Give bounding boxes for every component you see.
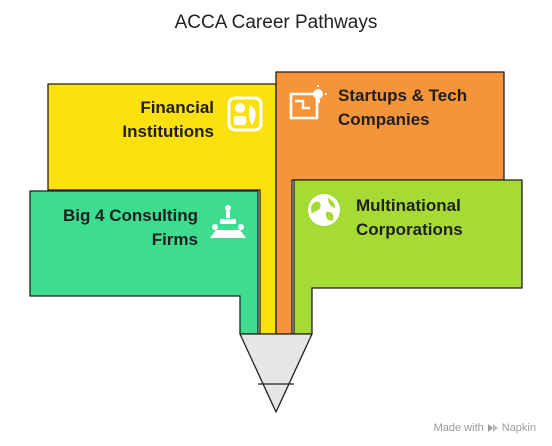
- startups-label-line1: Startups & Tech: [338, 86, 468, 105]
- napkin-logo-icon: [487, 424, 498, 432]
- financial-label-line2: Institutions: [122, 122, 214, 141]
- meeting-table-icon: [210, 205, 246, 238]
- multinational-label: Multinational Corporations: [356, 194, 516, 242]
- startups-tech-label: Startups & Tech Companies: [338, 84, 498, 132]
- multinational-label-line2: Corporations: [356, 220, 463, 239]
- diagram-title: ACCA Career Pathways: [174, 12, 378, 33]
- big4-label-line1: Big 4 Consulting: [62, 206, 198, 225]
- multinational-label-line1: Multinational: [356, 196, 461, 215]
- finance-icon: [227, 96, 263, 132]
- watermark-brand: Napkin: [501, 422, 536, 434]
- watermark-made-with: Made with: [433, 422, 484, 434]
- watermark: Made with Napkin: [434, 422, 536, 434]
- funnel-cone: [239, 333, 313, 413]
- big4-label-line2: Firms: [151, 230, 198, 249]
- blueprint-bulb-icon: [289, 85, 327, 120]
- financial-label-line1: Financial: [140, 98, 214, 117]
- startups-label-line2: Companies: [338, 110, 430, 129]
- globe-icon: [308, 194, 340, 226]
- big4-consulting-label: Big 4 Consulting Firms: [38, 204, 198, 252]
- financial-institutions-label: Financial Institutions: [90, 96, 214, 144]
